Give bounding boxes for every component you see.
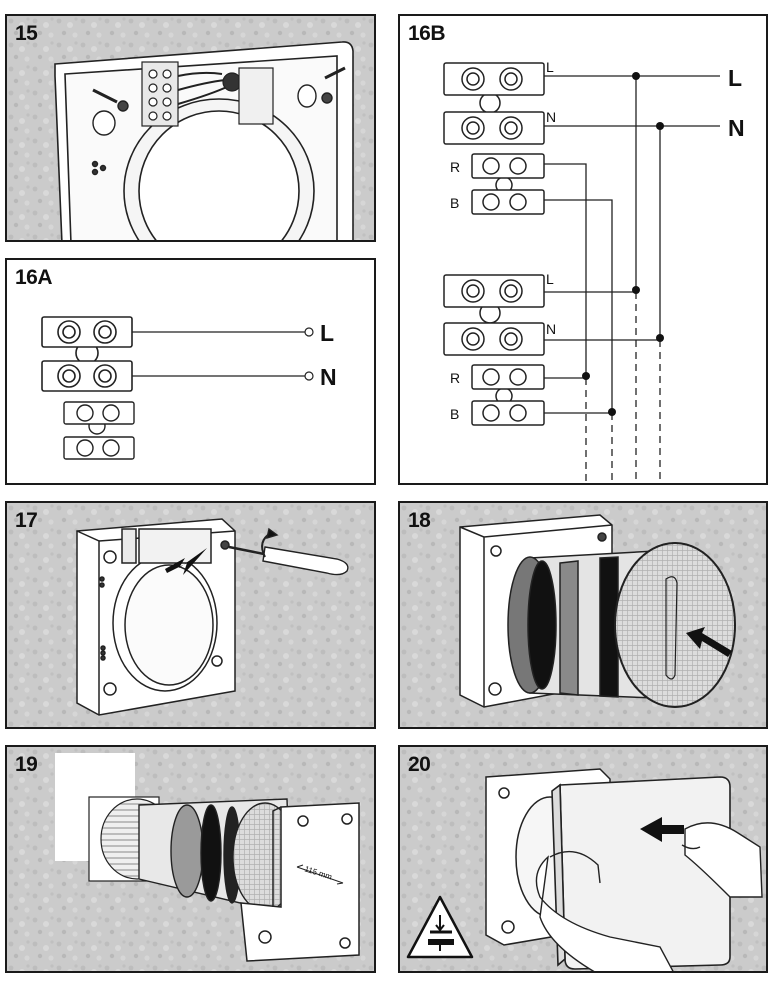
live-wire xyxy=(132,327,314,337)
screwdriver-icon xyxy=(228,527,349,576)
step-18-number: 18 xyxy=(408,509,431,532)
step-17-number: 17 xyxy=(15,509,38,532)
upper-b-terminal-label: B xyxy=(450,195,459,211)
step-15-illustration xyxy=(7,16,374,240)
step-18-panel: 18 xyxy=(398,501,768,729)
terminal-block xyxy=(141,61,274,127)
screw-holes xyxy=(91,66,346,176)
arrow-icon xyxy=(165,548,207,575)
step-17-panel: 17 xyxy=(5,501,376,729)
step-20-illustration xyxy=(400,747,766,971)
wiring-diagram-16a: L N xyxy=(41,316,337,460)
upper-r-terminal-label: R xyxy=(450,159,460,175)
dimension-marker xyxy=(296,864,344,885)
step-19-illustration: 115 mm xyxy=(7,747,374,971)
neutral-wire xyxy=(132,371,314,381)
fan-cartridge xyxy=(507,542,736,708)
live-label: L xyxy=(320,320,334,346)
lower-r-terminal-label: R xyxy=(450,370,460,386)
hand-crush-warning-icon xyxy=(406,895,474,959)
spigot-ring xyxy=(123,98,315,240)
step-16b-panel: 16B xyxy=(398,14,768,485)
neutral-label: N xyxy=(320,364,337,390)
step-16a-panel: 16A L N xyxy=(5,258,376,485)
lower-l-terminal-label: L xyxy=(546,271,554,287)
upper-n-terminal-label: N xyxy=(546,109,556,125)
lower-terminal-block xyxy=(443,274,545,426)
arrow-icon xyxy=(640,817,684,842)
fan-housing xyxy=(76,518,236,716)
step-15-panel: 15 xyxy=(5,14,376,242)
step-20-panel: 20 xyxy=(398,745,768,973)
arrow-icon xyxy=(686,627,732,657)
terminal-block-large xyxy=(41,316,133,392)
step-19-panel: 19 115 mm xyxy=(5,745,376,973)
step-16a-number: 16A xyxy=(15,266,53,289)
neutral-line-label: N xyxy=(728,115,745,141)
step-15-number: 15 xyxy=(15,22,38,45)
junction-dots xyxy=(582,72,664,416)
wires xyxy=(544,75,720,414)
step-17-illustration xyxy=(7,503,374,727)
live-line-label: L xyxy=(728,65,742,91)
hands xyxy=(535,822,763,971)
upper-l-terminal-label: L xyxy=(546,59,554,75)
step-18-illustration xyxy=(400,503,766,727)
wiring-diagram-16b: L N R B L N R B L N xyxy=(443,59,745,483)
step-20-number: 20 xyxy=(408,753,431,776)
upper-terminal-block xyxy=(443,62,545,215)
lower-b-terminal-label: B xyxy=(450,406,459,422)
fan-housing xyxy=(240,802,360,962)
dashed-continuations xyxy=(585,292,661,483)
step-19-number: 19 xyxy=(15,753,38,776)
step-16b-number: 16B xyxy=(408,22,446,45)
terminal-block-small xyxy=(63,401,135,460)
lower-n-terminal-label: N xyxy=(546,321,556,337)
